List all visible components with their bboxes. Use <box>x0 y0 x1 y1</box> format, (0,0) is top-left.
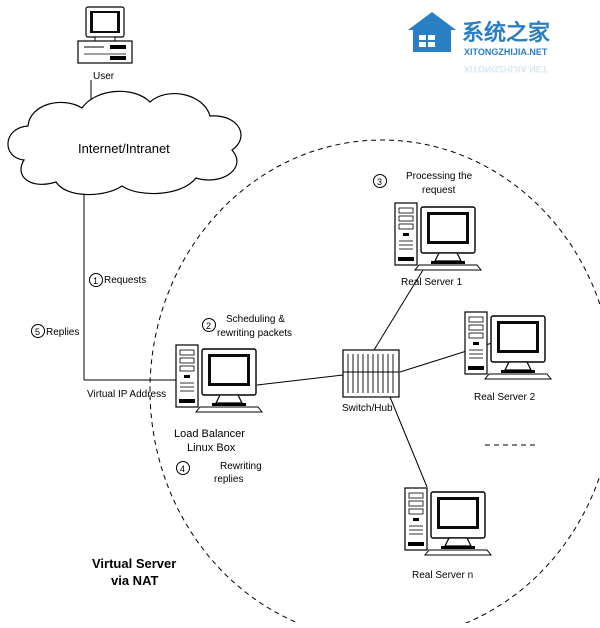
step-3-label-line1: Processing the <box>406 171 473 182</box>
svg-text:XITONGZHIJIA.NET: XITONGZHIJIA.NET <box>464 64 548 74</box>
load-balancer-label-line1: Load Balancer <box>174 428 245 440</box>
real-server-n-computer-icon <box>405 488 491 555</box>
step-2-number: 2 <box>206 321 211 331</box>
switch-hub-label: Switch/Hub <box>342 403 393 414</box>
step-3-label-line2: request <box>422 185 456 196</box>
watermark-brand-cn: 系统之家 <box>462 20 551 45</box>
step-4-label-line1: Rewriting <box>220 461 262 472</box>
step-5-number: 5 <box>35 327 40 337</box>
step-1-number: 1 <box>93 276 98 286</box>
step-4-label-line2: replies <box>214 474 243 485</box>
balancer-to-switch-line <box>256 374 344 386</box>
step-2-label-line2: rewriting packets <box>217 328 292 339</box>
caption-line1: Virtual Server <box>92 556 176 571</box>
watermark-brand-url: XITONGZHIJIA.NET <box>464 47 548 57</box>
step-1-label: Requests <box>104 275 146 286</box>
user-label: User <box>93 71 115 82</box>
internet-label: Internet/Intranet <box>78 141 170 156</box>
caption-line2: via NAT <box>111 573 158 588</box>
real-server-1-label: Real Server 1 <box>401 277 463 288</box>
real-server-1-computer-icon <box>395 203 481 270</box>
virtual-server-boundary <box>149 139 600 628</box>
step-5-marker <box>31 324 45 338</box>
house-logo-icon <box>408 12 456 52</box>
step-4-marker <box>176 461 190 475</box>
step-2-label-line1: Scheduling & <box>226 314 285 325</box>
step-5-label: Replies <box>46 327 79 338</box>
real-server-2-label: Real Server 2 <box>474 392 536 403</box>
internet-cloud-icon <box>7 90 242 196</box>
watermark-reflection: XITONGZHIJIA.NET <box>464 64 548 74</box>
real-server-2-computer-icon <box>465 312 551 379</box>
watermark-logo: 系统之家 XITONGZHIJIA.NET XITONGZHIJIA.NET <box>408 12 551 74</box>
load-balancer-label-line2: Linux Box <box>187 442 236 454</box>
virtual-ip-label: Virtual IP Address <box>87 389 166 400</box>
step-3-marker <box>373 174 387 188</box>
switch-to-server1-line <box>373 269 424 351</box>
step-2-marker <box>202 318 216 332</box>
switch-hub-icon <box>342 349 400 398</box>
user-computer-icon <box>77 6 133 64</box>
step-3-number: 3 <box>377 177 382 187</box>
step-1-marker <box>89 273 103 287</box>
switch-to-servern-line <box>389 396 428 488</box>
step-4-number: 4 <box>180 464 185 474</box>
load-balancer-computer-icon <box>176 345 262 412</box>
real-server-n-label: Real Server n <box>412 570 473 581</box>
